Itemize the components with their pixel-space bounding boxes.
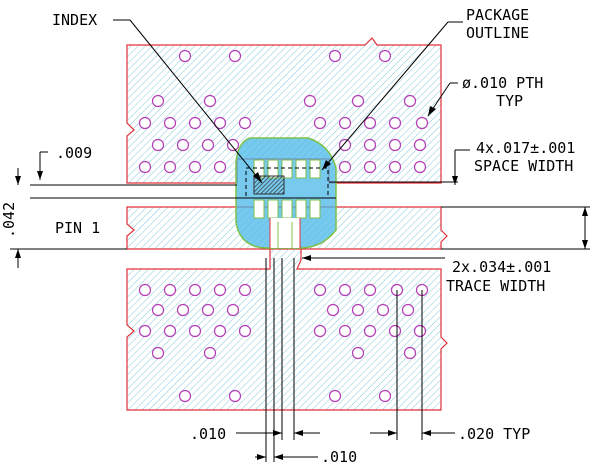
pin1-label: PIN 1 — [55, 219, 100, 237]
leader-lines — [10, 19, 590, 462]
pth-label-2: TYP — [496, 92, 523, 110]
trace-width-label-2: TRACE WIDTH — [446, 277, 545, 295]
dim-009-label: .009 — [56, 144, 92, 162]
dim-010-bottom-label: .010 — [321, 448, 357, 466]
pad-row-top — [253, 159, 321, 179]
trace-width-label-1: 2x.034±.001 — [452, 258, 551, 276]
dim-020-label: .020 TYP — [458, 425, 530, 443]
dim-042-label: .042 — [0, 202, 18, 238]
dim-010-left-label: .010 — [190, 425, 226, 443]
package-outline-label-2: OUTLINE — [466, 24, 529, 42]
index-mark — [253, 175, 285, 195]
signal-trace — [269, 218, 301, 248]
package-outline-label-1: PACKAGE — [466, 6, 529, 24]
space-width-label-2: SPACE WIDTH — [474, 157, 573, 175]
index-label: INDEX — [52, 11, 97, 29]
pth-label-1: ø.010 PTH — [462, 74, 543, 92]
pad-row-bottom — [253, 199, 321, 219]
space-width-label-1: 4x.017±.001 — [476, 139, 575, 157]
